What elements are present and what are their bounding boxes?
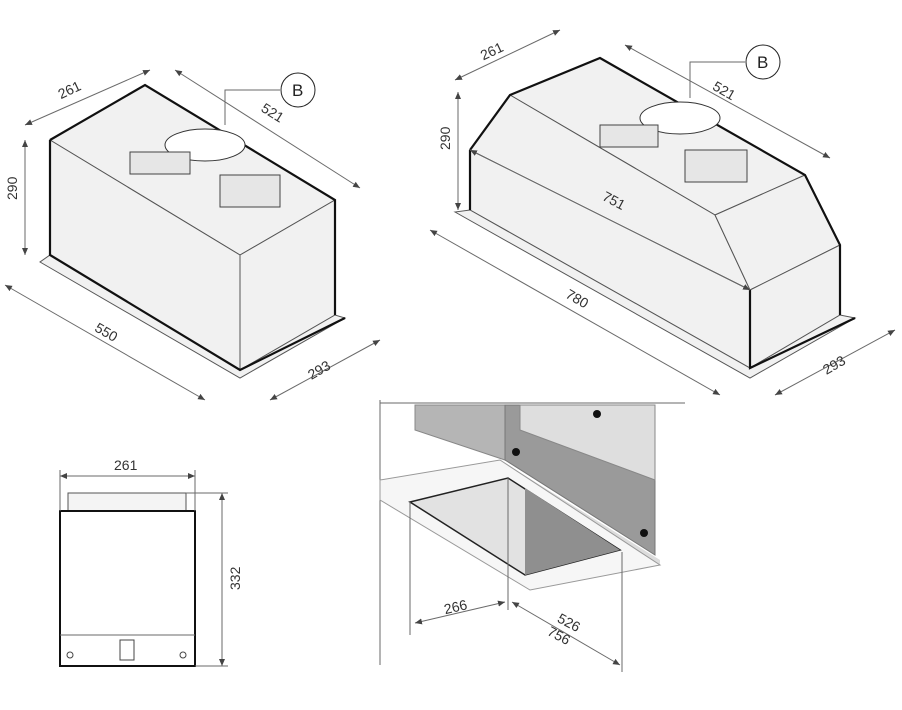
dim-width: 521 bbox=[710, 78, 738, 104]
cabinet-side bbox=[414, 404, 506, 461]
control-box bbox=[219, 174, 281, 208]
motor-box bbox=[599, 124, 659, 148]
dim-length: 780 bbox=[563, 286, 591, 312]
callout-b: B bbox=[292, 81, 303, 100]
dim-width: 261 bbox=[114, 457, 138, 473]
dim-base-depth: 293 bbox=[820, 352, 848, 378]
dim-length: 550 bbox=[92, 319, 120, 345]
front-view: 261 332 bbox=[59, 457, 243, 667]
control-box bbox=[684, 149, 748, 183]
large-hood-view: 261 521 290 751 780 293 B bbox=[429, 29, 896, 396]
dim-depth: 261 bbox=[478, 39, 506, 63]
callout-b-circle bbox=[745, 44, 781, 80]
dim-width: 521 bbox=[259, 100, 287, 126]
callout-b: B bbox=[757, 53, 768, 72]
motor-box bbox=[129, 151, 191, 175]
callout-b-circle bbox=[280, 72, 316, 108]
dim-cut-depth: 266 bbox=[442, 596, 469, 617]
cutout-view: 266 526 756 bbox=[379, 400, 685, 672]
small-hood-view: 261 521 290 550 293 B bbox=[4, 69, 381, 401]
dim-depth: 261 bbox=[55, 77, 83, 101]
dim-height: 332 bbox=[227, 566, 243, 590]
dim-height: 290 bbox=[4, 176, 20, 200]
dim-height: 290 bbox=[437, 126, 453, 150]
